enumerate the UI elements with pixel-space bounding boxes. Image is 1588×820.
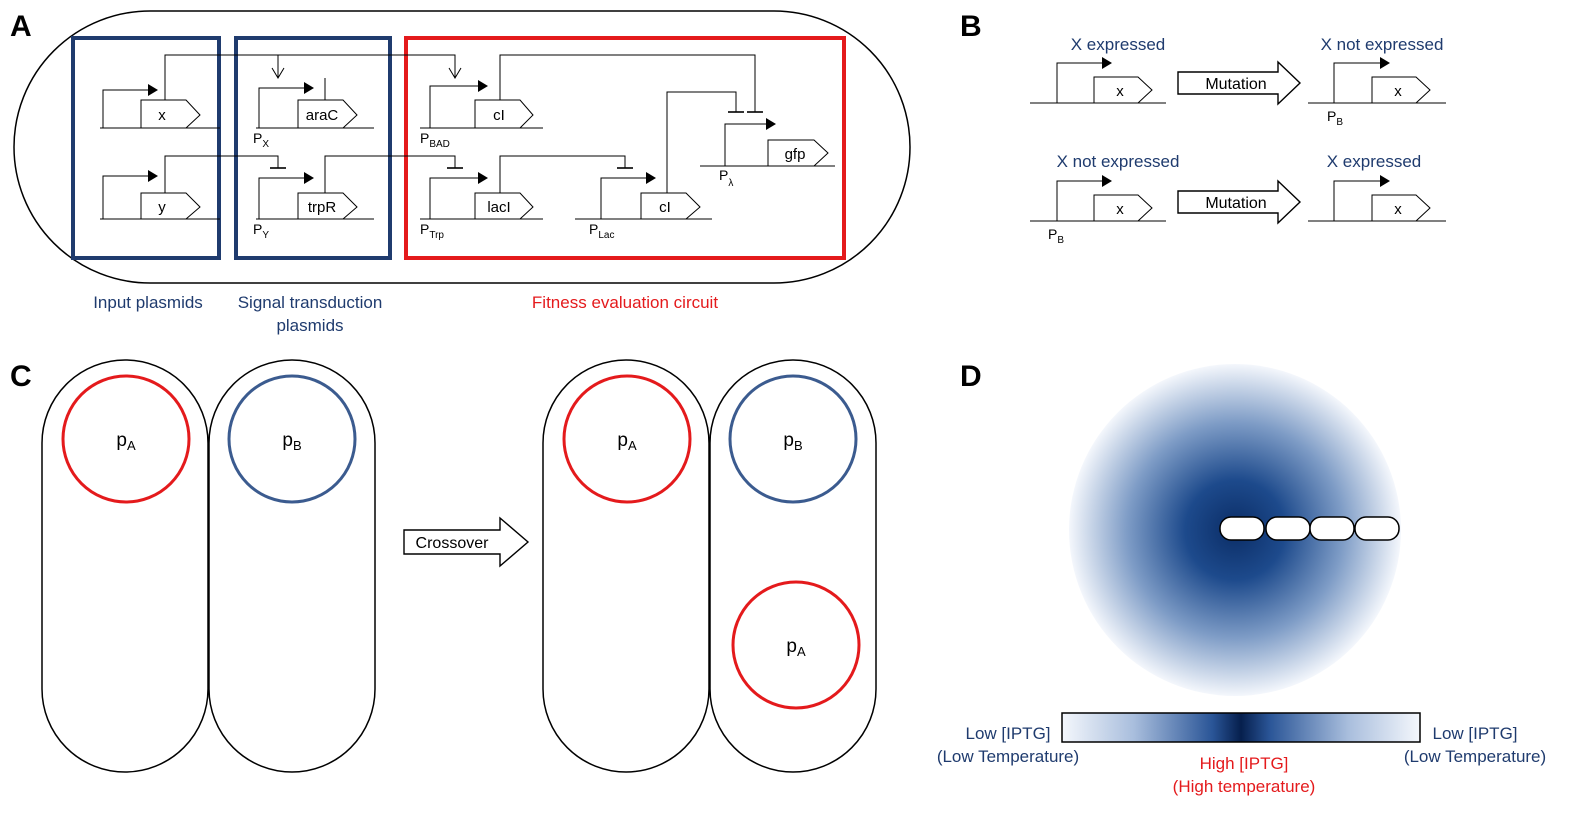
- row1-mutation-label: Mutation: [1205, 76, 1266, 93]
- panel-b-row2: X not expressed x PB Mutation X expresse…: [1030, 152, 1446, 246]
- promoter-plambda-label: Pλ: [719, 167, 733, 189]
- row2-promoter-label: PB: [1048, 226, 1064, 246]
- panel-a: A: [10, 10, 911, 335]
- row2-gene-right-label: x: [1394, 201, 1402, 218]
- gene-ci-bottom-label: cI: [659, 199, 671, 216]
- promoter-py-label: PY: [253, 221, 269, 241]
- plasmid-pb-left-label: pB: [282, 430, 301, 453]
- cell-right-1: [542, 359, 710, 773]
- promoter-ptrp-label: PTrp: [420, 221, 444, 241]
- row2-mutation-label: Mutation: [1205, 195, 1266, 212]
- plasmid-pa-left: [61, 374, 191, 504]
- row1-gene-left-label: x: [1116, 83, 1124, 100]
- panel-b: B X expressed x Mutation X not expressed…: [960, 10, 1446, 246]
- left-label-line1: Low [IPTG]: [965, 724, 1050, 743]
- cell-left-1: [41, 359, 209, 773]
- panel-letter-c: C: [10, 360, 32, 393]
- row1-promoter-label: PB: [1327, 108, 1343, 128]
- regulatory-wires: [164, 54, 756, 193]
- gene-shapes: [140, 99, 829, 220]
- panel-b-row1: X expressed x Mutation X not expressed x…: [1030, 35, 1446, 128]
- plasmid-pb-right: [728, 374, 858, 504]
- gene-arac-label: araC: [306, 107, 339, 124]
- plasmid-pa-right-label: pA: [617, 430, 637, 453]
- row2-left-label: X not expressed: [1057, 152, 1180, 171]
- activation-arrows: [271, 67, 462, 79]
- repression-bars: [270, 111, 763, 169]
- row1-gene-right-label: x: [1394, 83, 1402, 100]
- panel-d: D Low [IPTG] (Low Temperature) Low [IPTG…: [937, 360, 1546, 796]
- panel-letter-d: D: [960, 360, 982, 393]
- plasmid-pb-left: [227, 374, 357, 504]
- row1-gene-right: [1371, 76, 1431, 104]
- panel-letter-b: B: [960, 10, 982, 43]
- gene-y-label: y: [158, 199, 166, 216]
- panel-letter-a: A: [10, 10, 32, 43]
- gene-trpr-label: trpR: [308, 199, 337, 216]
- cell-outline: [13, 10, 911, 284]
- row1-right-label: X not expressed: [1321, 35, 1444, 54]
- plasmid-pa-right: [562, 374, 692, 504]
- row1-mutation-arrow: [1177, 60, 1302, 106]
- row1-left-label: X expressed: [1071, 35, 1166, 54]
- signal-transduction-box: [234, 36, 392, 260]
- caption-signal-line2: plasmids: [276, 316, 343, 335]
- chain-cell-3: [1309, 516, 1355, 541]
- caption-signal-line1: Signal transduction: [238, 293, 383, 312]
- gene-ci-top-label: cI: [493, 107, 505, 124]
- fitness-circuit-box: [404, 36, 846, 260]
- gene-gfp-label: gfp: [785, 146, 806, 163]
- gene-x-label: x: [158, 107, 166, 124]
- plasmid-pa-transferred: [731, 580, 861, 710]
- right-label-line2: (Low Temperature): [1404, 747, 1546, 766]
- center-label-line1: High [IPTG]: [1200, 754, 1289, 773]
- promoter-pbad-label: PBAD: [420, 130, 450, 150]
- row2-gene-left: [1093, 194, 1153, 222]
- promoter-px-label: PX: [253, 130, 269, 150]
- chain-cell-4: [1354, 516, 1400, 541]
- cell-chain: [1219, 516, 1400, 541]
- row1-gene-left: [1093, 76, 1153, 104]
- right-label-line1: Low [IPTG]: [1432, 724, 1517, 743]
- caption-input-plasmids: Input plasmids: [93, 293, 203, 312]
- plasmid-pb-right-label: pB: [783, 430, 802, 453]
- crossover-arrow: [403, 516, 530, 568]
- panel-c: C pA pB Crossover pA pB pA: [10, 359, 877, 773]
- row2-mutation-arrow: [1177, 179, 1302, 225]
- chain-cell-1: [1219, 516, 1265, 541]
- caption-fitness-circuit: Fitness evaluation circuit: [532, 293, 718, 312]
- row2-gene-right: [1371, 194, 1431, 222]
- row2-gene-left-label: x: [1116, 201, 1124, 218]
- chain-cell-2: [1265, 516, 1311, 541]
- gene-laci-label: lacI: [487, 199, 510, 216]
- center-label-line2: (High temperature): [1173, 777, 1316, 796]
- cell-left-2: [208, 359, 376, 773]
- promoter-arrows: [102, 85, 766, 219]
- left-label-line2: (Low Temperature): [937, 747, 1079, 766]
- input-plasmids-box: [71, 36, 221, 260]
- row2-right-label: X expressed: [1327, 152, 1422, 171]
- iptg-gradient-bar: [1061, 712, 1421, 743]
- plasmid-pa-left-label: pA: [116, 430, 136, 453]
- cell-right-2: [709, 359, 877, 773]
- plasmid-pa-transferred-label: pA: [786, 636, 806, 659]
- promoter-arrowheads: [148, 80, 776, 184]
- promoter-plac-label: PLac: [589, 221, 614, 241]
- crossover-label: Crossover: [416, 535, 490, 552]
